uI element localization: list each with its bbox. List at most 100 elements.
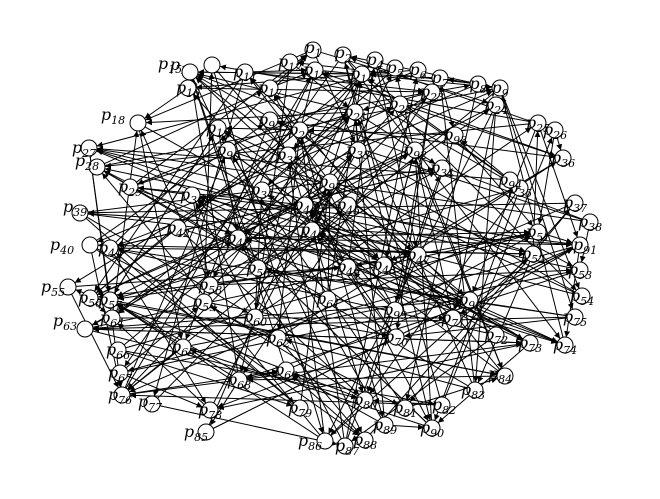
graph-edge bbox=[117, 323, 205, 405]
node-circle bbox=[409, 246, 427, 264]
node-label: p13 bbox=[303, 60, 327, 82]
graph-edge bbox=[316, 235, 392, 332]
graph-node: p49 bbox=[336, 257, 360, 279]
graph-node: p85 bbox=[184, 422, 215, 444]
graph-edge bbox=[353, 119, 385, 418]
graph-node: p88 bbox=[353, 430, 377, 452]
node-label: p16 bbox=[176, 78, 200, 100]
node-circle bbox=[71, 204, 89, 222]
graph-node: p81 bbox=[393, 398, 417, 420]
node-label: p58 bbox=[198, 275, 222, 297]
node-circle bbox=[306, 61, 324, 79]
graph-node: p7 bbox=[431, 68, 448, 90]
graph-edge bbox=[556, 137, 563, 151]
graph-node: p52 bbox=[521, 244, 545, 266]
node-circle bbox=[291, 121, 309, 139]
node-label: p59 bbox=[192, 292, 216, 314]
node-label: p55 bbox=[41, 277, 65, 299]
graph-node: p4 bbox=[366, 50, 383, 72]
node-circle bbox=[554, 149, 572, 167]
node-label: p74 bbox=[553, 335, 577, 357]
node-circle bbox=[101, 239, 119, 257]
graph-edge bbox=[96, 146, 503, 180]
node-circle bbox=[566, 194, 584, 212]
node-circle bbox=[113, 386, 131, 404]
node-label: p26 bbox=[543, 120, 567, 142]
node-circle bbox=[409, 61, 427, 79]
node-label: p53 bbox=[568, 260, 592, 282]
graph-node: p12 bbox=[278, 52, 302, 74]
graph-edge bbox=[350, 56, 548, 128]
node-label: p75 bbox=[563, 307, 587, 329]
node-circle bbox=[201, 401, 219, 419]
node-label: p31 bbox=[250, 180, 274, 202]
graph-node: p1 bbox=[304, 38, 321, 60]
graph-node: p46 bbox=[300, 220, 324, 242]
node-label: p76 bbox=[108, 385, 132, 407]
graph-node: p54 bbox=[570, 286, 594, 308]
node-circle bbox=[230, 371, 248, 389]
graph-edge bbox=[285, 338, 468, 389]
node-circle bbox=[321, 173, 339, 191]
node-circle bbox=[396, 399, 414, 417]
node-circle bbox=[246, 308, 264, 326]
node-circle bbox=[121, 178, 139, 196]
graph-edge bbox=[390, 161, 557, 262]
graph-edge bbox=[117, 169, 435, 248]
node-circle bbox=[304, 41, 322, 59]
graph-edge bbox=[311, 208, 524, 340]
node-label: p57 bbox=[98, 290, 122, 312]
node-label: p1 bbox=[304, 38, 321, 60]
graph-edge bbox=[129, 341, 523, 395]
graph-edge bbox=[140, 130, 208, 278]
node-circle bbox=[556, 336, 574, 354]
node-circle bbox=[529, 223, 547, 241]
node-label: p42 bbox=[166, 218, 190, 240]
graph-edge bbox=[472, 130, 536, 293]
node-label: p34 bbox=[430, 158, 454, 180]
graph-edge bbox=[198, 199, 390, 333]
graph-edge bbox=[127, 351, 178, 391]
graph-edge bbox=[95, 78, 357, 294]
node-circle bbox=[524, 245, 542, 263]
node-label: p95 bbox=[258, 110, 282, 132]
graph-node: p99 bbox=[383, 300, 407, 322]
graph-node: p43 bbox=[226, 228, 250, 250]
node-circle bbox=[339, 258, 357, 276]
graph-node: p47 bbox=[406, 245, 430, 267]
graph-edge bbox=[252, 72, 425, 94]
node-circle bbox=[566, 308, 584, 326]
graph-edge bbox=[473, 112, 496, 383]
node-label: p7 bbox=[431, 68, 448, 90]
node-circle bbox=[111, 364, 129, 382]
graph-edge bbox=[502, 95, 580, 289]
node-label: p88 bbox=[353, 430, 377, 452]
node-label: p28 bbox=[75, 151, 99, 173]
graph-node: p64 bbox=[100, 308, 124, 330]
graph-edge bbox=[159, 405, 338, 446]
graph-edge bbox=[452, 112, 495, 311]
node-circle bbox=[203, 56, 221, 74]
node-label: p77 bbox=[138, 392, 162, 414]
graph-node: p36 bbox=[551, 148, 575, 170]
graph-node: p39 bbox=[63, 197, 89, 222]
graph-node: p9 bbox=[491, 78, 508, 100]
graph-node: p34 bbox=[430, 158, 454, 180]
graph-edge bbox=[125, 351, 293, 407]
graph-edge bbox=[95, 303, 107, 313]
graph-edge bbox=[144, 92, 182, 119]
graph-node: p40 bbox=[50, 235, 99, 257]
graph-node: p82 bbox=[432, 395, 456, 417]
graph-node: p15 bbox=[158, 54, 199, 81]
node-circle bbox=[496, 367, 514, 385]
graph-node: p25 bbox=[526, 113, 550, 135]
graph-edge bbox=[293, 247, 573, 368]
graph-edge bbox=[245, 237, 377, 264]
graph-edge bbox=[157, 210, 343, 399]
node-circle bbox=[261, 79, 279, 97]
graph-node: p14 bbox=[350, 64, 374, 86]
node-label: p12 bbox=[278, 52, 302, 74]
graph-edge bbox=[116, 303, 319, 438]
node-circle bbox=[469, 75, 487, 93]
